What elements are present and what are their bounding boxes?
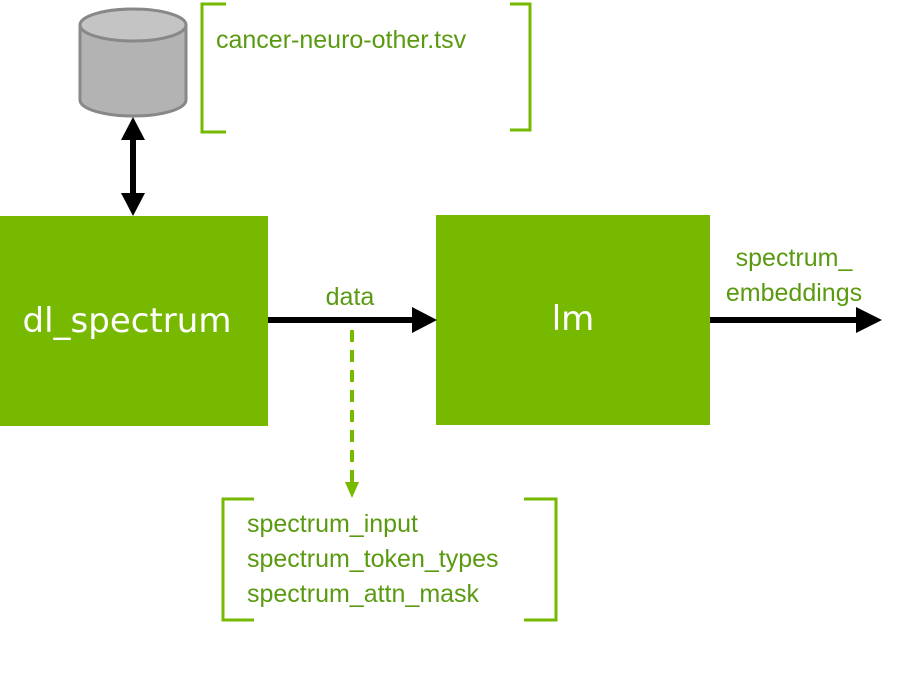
data-arrow: [268, 307, 437, 333]
dataloader-label: dl_spectrum: [23, 301, 232, 341]
data-edge-label: data: [326, 283, 375, 311]
batch-dashed-arrow: [345, 330, 359, 498]
file-bracket: [200, 2, 532, 134]
batch-bracket: [221, 497, 558, 622]
model-node: lm: [436, 215, 710, 425]
output-label-line1: spectrum_: [736, 244, 854, 272]
model-label: lm: [552, 299, 595, 339]
batch-field: spectrum_attn_mask: [247, 580, 480, 608]
dataloader-node: dl_spectrum: [0, 216, 268, 426]
output-arrow: [710, 307, 882, 333]
batch-field: spectrum_input: [247, 510, 418, 538]
database-cylinder-icon: [78, 7, 188, 118]
db-dataloader-arrow: [121, 117, 145, 216]
output-label-line2: embeddings: [726, 279, 862, 307]
file-label: cancer-neuro-other.tsv: [216, 26, 467, 54]
batch-field: spectrum_token_types: [247, 545, 499, 573]
